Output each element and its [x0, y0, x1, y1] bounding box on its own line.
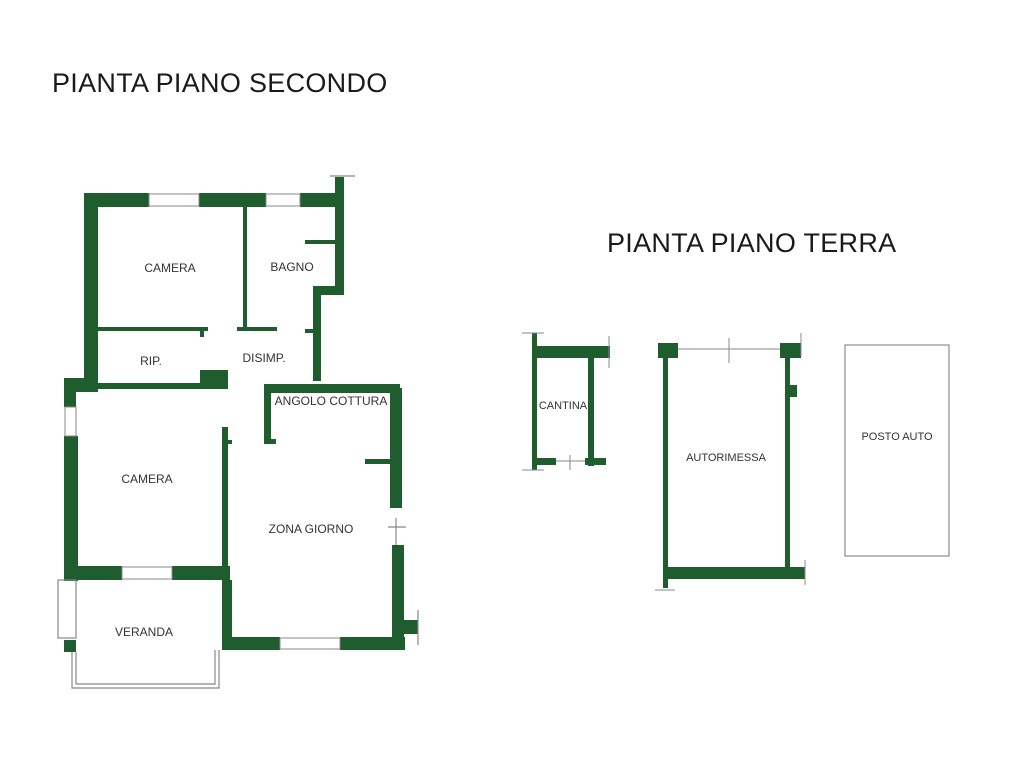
- ground-floor-walls: [532, 333, 805, 588]
- second-floor-outlines: [57, 175, 419, 689]
- room-label-autorimessa: AUTORIMESSA: [686, 452, 766, 464]
- room-label-veranda: VERANDA: [114, 625, 174, 639]
- room-label-posto-auto: POSTO AUTO: [861, 431, 933, 443]
- room-label-rip: RIP.: [140, 354, 162, 368]
- room-label-zona-giorno: ZONA GIORNO: [268, 522, 354, 536]
- ground-floor-title: PIANTA PIANO TERRA: [607, 228, 897, 258]
- second-floor-title: PIANTA PIANO SECONDO: [52, 68, 388, 98]
- room-label-angolo-cottura: ANGOLO COTTURA: [274, 394, 388, 408]
- room-label-camera-top: CAMERA: [144, 261, 196, 275]
- ground-floor-outlines: [522, 332, 950, 591]
- room-label-disimp: DISIMP.: [242, 351, 286, 365]
- room-label-cantina: CANTINA: [538, 400, 588, 412]
- room-label-camera-bottom: CAMERA: [121, 472, 173, 486]
- room-label-bagno: BAGNO: [270, 260, 314, 274]
- second-floor-walls: [64, 177, 418, 652]
